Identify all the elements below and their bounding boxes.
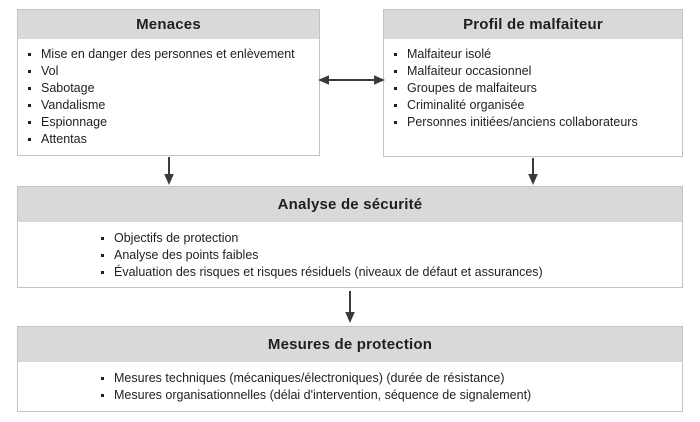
down-arrow-icon (164, 157, 174, 185)
bullet-item: Analyse des points faibles (101, 247, 682, 264)
box-mesures-de-protection: Mesures de protection Mesures techniques… (17, 326, 683, 412)
bullet-item: Malfaiteur occasionnel (394, 63, 682, 80)
box-mesures-title: Mesures de protection (18, 327, 682, 362)
down-arrow-icon (345, 291, 355, 323)
box-profil-title: Profil de malfaiteur (384, 10, 682, 39)
bullet-item: Personnes initiées/anciens collaborateur… (394, 114, 682, 131)
bullet-item: Mise en danger des personnes et enlèveme… (28, 46, 319, 63)
bullet-item: Vandalisme (28, 97, 319, 114)
box-mesures-list: Mesures techniques (mécaniques/électroni… (18, 370, 682, 404)
bullet-item: Malfaiteur isolé (394, 46, 682, 63)
bullet-item: Objectifs de protection (101, 230, 682, 247)
bullet-item: Espionnage (28, 114, 319, 131)
down-arrow-icon (528, 158, 538, 185)
box-menaces: Menaces Mise en danger des personnes et … (17, 9, 320, 156)
box-analyse-de-securite: Analyse de sécurité Objectifs de protect… (17, 186, 683, 288)
box-menaces-title: Menaces (18, 10, 319, 39)
bullet-item: Sabotage (28, 80, 319, 97)
bullet-item: Évaluation des risques et risques résidu… (101, 264, 682, 281)
box-analyse-title: Analyse de sécurité (18, 187, 682, 222)
bullet-item: Groupes de malfaiteurs (394, 80, 682, 97)
double-arrow-icon (318, 75, 385, 85)
bullet-item: Criminalité organisée (394, 97, 682, 114)
bullet-item: Mesures organisationnelles (délai d'inte… (101, 387, 682, 404)
box-menaces-list: Mise en danger des personnes et enlèveme… (18, 46, 319, 148)
bullet-item: Vol (28, 63, 319, 80)
bullet-item: Mesures techniques (mécaniques/électroni… (101, 370, 682, 387)
bullet-item: Attentas (28, 131, 319, 148)
